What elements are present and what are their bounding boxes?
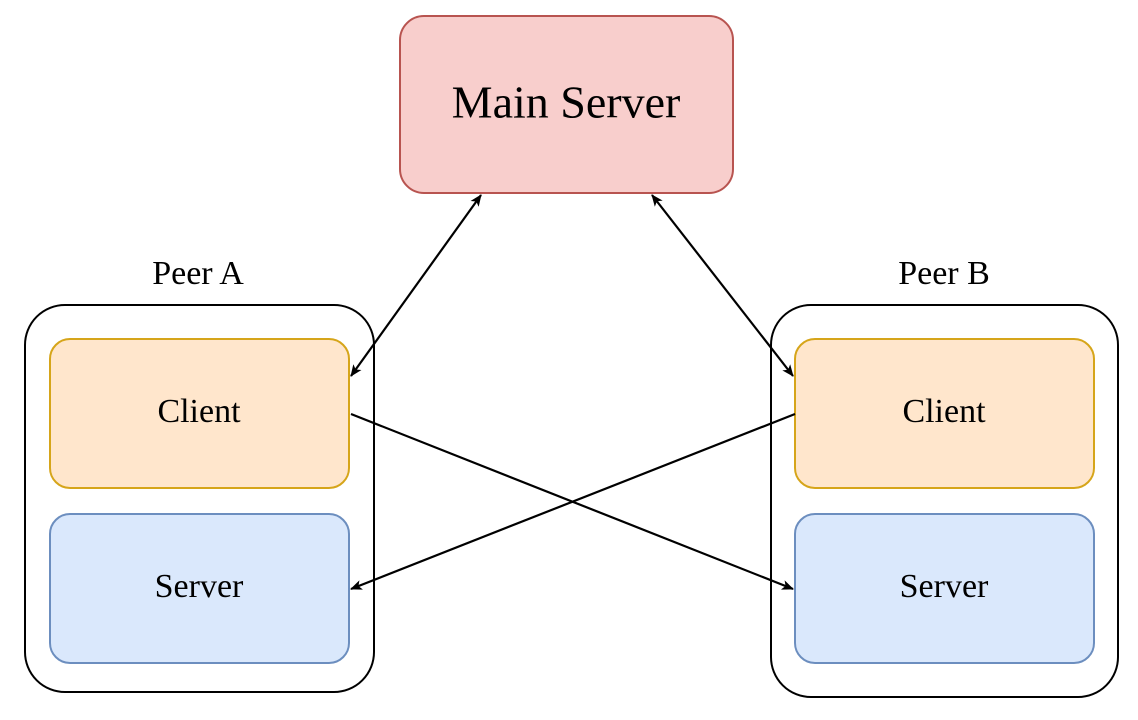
connections: [350, 194, 796, 591]
peer-b-client-node: Client: [794, 338, 1095, 489]
main-server-box: [399, 15, 734, 194]
peer-b-group: Peer B Client Server: [770, 255, 1119, 698]
main-server-node: Main Server: [399, 15, 734, 194]
peer-a-server-node: Server: [49, 513, 350, 664]
peer-a-server-box: [49, 513, 350, 664]
peer-a-client-box: [49, 338, 350, 489]
peer-a-group: Peer A Client Server: [24, 255, 375, 693]
peer-a-client-node: Client: [49, 338, 350, 489]
edge-main-server-peer-a-client: [350, 194, 482, 377]
peer-a-title: Peer A: [152, 255, 244, 292]
peer-a-server-label: Server: [155, 568, 244, 605]
peer-b-server-label: Server: [900, 568, 989, 605]
peer-a-client-label: Client: [157, 393, 241, 430]
peer-b-server-box: [794, 513, 1095, 664]
peer-b-client-label: Client: [902, 393, 986, 430]
edge-peer-b-client-to-peer-a-server: [350, 412, 796, 591]
edge-main-server-peer-b-client: [651, 194, 794, 377]
peer-b-title: Peer B: [898, 255, 990, 292]
peer-b-client-box: [794, 338, 1095, 489]
peer-b-server-node: Server: [794, 513, 1095, 664]
main-server-label: Main Server: [452, 77, 681, 128]
